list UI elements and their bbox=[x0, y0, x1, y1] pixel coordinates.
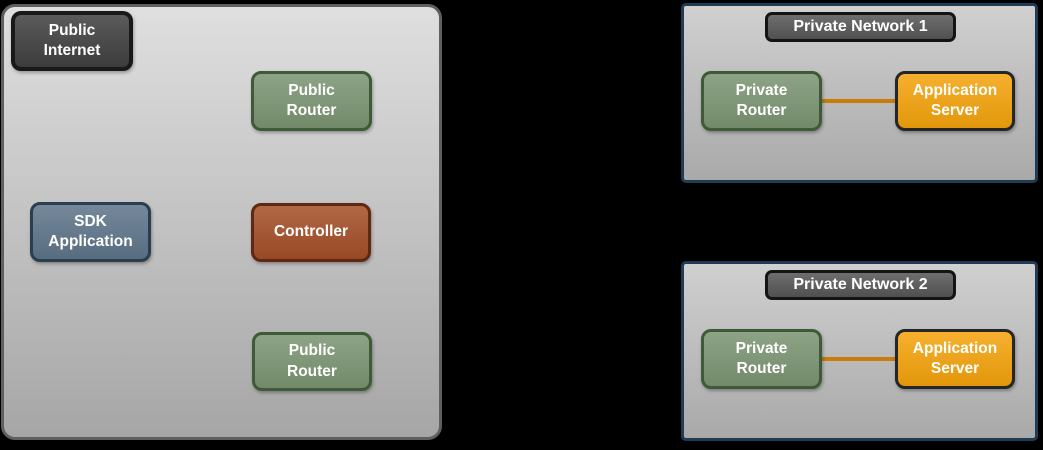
application-server-2-node: Application Server bbox=[895, 329, 1015, 389]
public-internet-label: Public Internet bbox=[43, 21, 101, 59]
public-router-bottom-label: Public Router bbox=[287, 342, 337, 380]
sdk-application-label: SDK Application bbox=[48, 212, 133, 250]
controller-label: Controller bbox=[273, 223, 349, 241]
private-network-2-zone: Private Network 2 Private Router Applica… bbox=[681, 261, 1038, 441]
private-router-1-label: Private Router bbox=[735, 81, 788, 119]
application-server-1-label: Application Server bbox=[912, 81, 998, 119]
public-router-bottom-node: Public Router bbox=[252, 332, 372, 391]
public-router-top-node: Public Router bbox=[251, 71, 372, 131]
controller-node: Controller bbox=[251, 203, 371, 262]
private-network-1-title: Private Network 1 bbox=[793, 18, 928, 36]
sdk-application-node: SDK Application bbox=[30, 202, 151, 262]
private-router-2-node: Private Router bbox=[701, 329, 822, 389]
private-network-1-zone: Private Network 1 Private Router Applica… bbox=[681, 3, 1038, 183]
application-server-2-label: Application Server bbox=[912, 339, 998, 377]
router-server-link-1 bbox=[820, 99, 897, 103]
public-internet-node: Public Internet bbox=[11, 11, 133, 71]
private-router-1-node: Private Router bbox=[701, 71, 822, 131]
application-server-1-node: Application Server bbox=[895, 71, 1015, 131]
private-network-2-title: Private Network 2 bbox=[793, 276, 928, 294]
public-network-zone: Public Internet Public Router SDK Applic… bbox=[1, 4, 442, 440]
router-server-link-2 bbox=[820, 357, 897, 361]
public-router-top-label: Public Router bbox=[286, 81, 337, 119]
private-network-1-header: Private Network 1 bbox=[765, 12, 956, 42]
private-router-2-label: Private Router bbox=[735, 339, 788, 377]
private-network-2-header: Private Network 2 bbox=[765, 270, 956, 300]
